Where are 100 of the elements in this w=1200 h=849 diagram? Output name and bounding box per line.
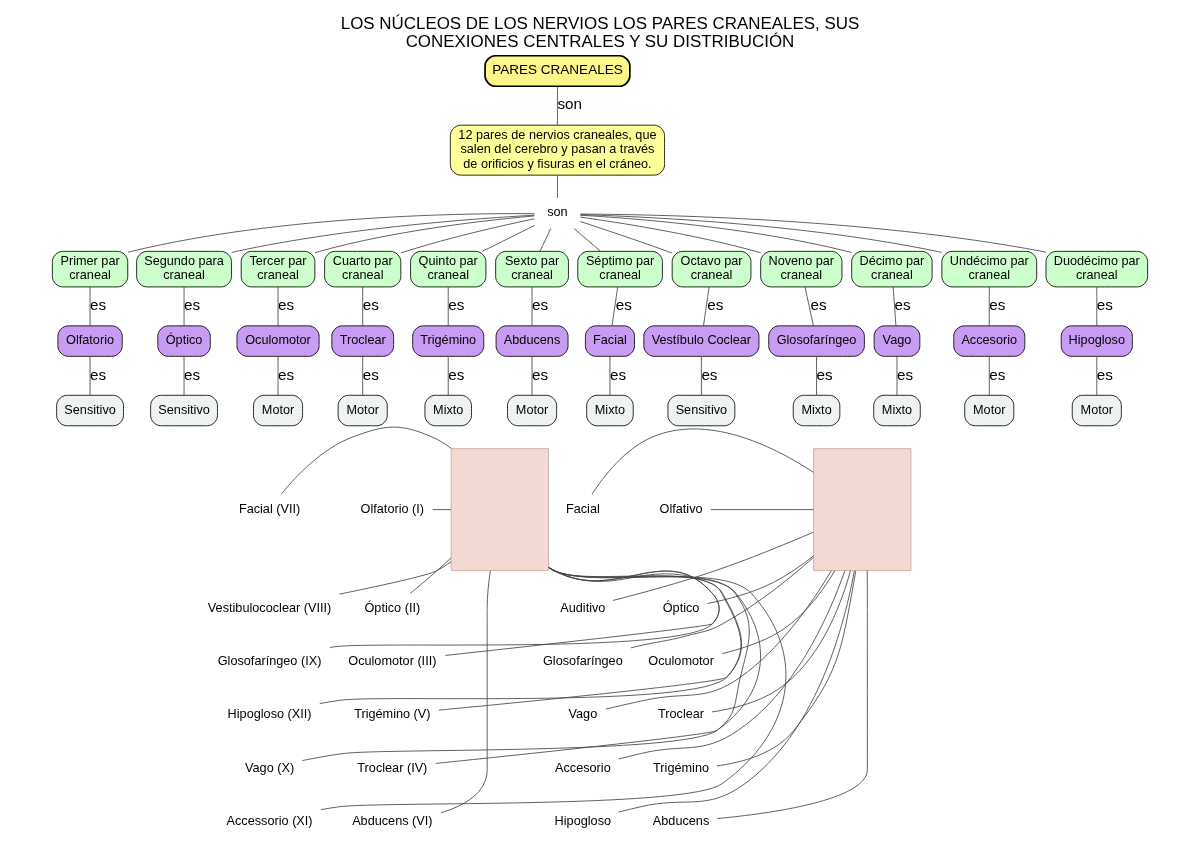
edge-label: es — [707, 296, 724, 314]
connector — [591, 428, 814, 495]
connector — [896, 356, 898, 396]
connector — [700, 356, 702, 396]
node-box: Abducens — [495, 325, 569, 357]
connector — [611, 286, 619, 327]
connector — [329, 566, 720, 648]
connector — [319, 567, 742, 704]
node-text: Vago (X) — [245, 760, 295, 775]
connector — [447, 286, 449, 327]
connector — [339, 561, 452, 595]
edge-label: es — [184, 296, 201, 314]
connector — [609, 356, 611, 396]
connector — [231, 214, 535, 253]
node-box: Vestíbulo Coclear — [643, 325, 760, 357]
connector — [721, 570, 836, 654]
connector — [630, 557, 814, 649]
node-box: Séptimo par craneal — [577, 250, 663, 288]
node-text: Accesorio — [554, 760, 611, 775]
connector — [447, 356, 449, 396]
node-box: Motor — [964, 394, 1015, 427]
diagram-title: LOS NÚCLEOS DE LOS NERVIOS LOS PARES CRANEALES, SUS CONEXIONES CENTRALES Y SU DISTRIBUCIÓN — [340, 13, 860, 52]
connector — [557, 86, 558, 126]
connector — [89, 356, 91, 396]
connector — [482, 225, 535, 252]
connector — [183, 356, 185, 396]
node-box: Mixto — [424, 394, 472, 427]
node-text: Glosofaríngeo (IX) — [217, 653, 322, 668]
connector — [362, 286, 364, 327]
node-text: Abducens (VI) — [352, 814, 433, 828]
edge-label: es — [609, 365, 627, 383]
edge-label: son — [557, 95, 583, 113]
node-box: Sensitivo — [56, 394, 124, 427]
connector — [320, 567, 787, 811]
edge-label: es — [810, 296, 827, 314]
node-text: Troclear (IV) — [357, 760, 428, 775]
edge-label: es — [278, 365, 295, 383]
connector — [432, 509, 452, 510]
connector — [710, 509, 814, 510]
edge-label: es — [816, 365, 833, 383]
connector — [716, 570, 868, 819]
edge-label: es — [1096, 296, 1113, 314]
node-box: Motor — [1071, 394, 1122, 427]
connector — [573, 228, 601, 252]
connector — [605, 570, 832, 710]
node-box: Sexto par craneal — [495, 250, 569, 288]
node-text: Auditivo — [560, 600, 606, 615]
node-text: Óptico (II) — [364, 600, 421, 615]
node-box: PARES CRANEALES — [484, 54, 631, 88]
node-text: Oculomotor (III) — [348, 653, 437, 668]
connector — [579, 216, 761, 254]
edge-label: es — [90, 365, 107, 383]
node-box: Segundo para craneal — [136, 250, 232, 288]
connector — [127, 213, 535, 253]
node-box: Cuarto par craneal — [324, 250, 402, 288]
node-box: Motor — [507, 394, 558, 427]
node-box: Tercer par craneal — [240, 250, 316, 288]
node-text: Vago — [568, 707, 598, 722]
node-text: son — [547, 205, 568, 220]
node-text: Facial (VII) — [238, 501, 301, 516]
node-box: Primer par craneal — [51, 250, 129, 288]
edge-label: es — [1096, 365, 1113, 383]
connector — [1096, 286, 1098, 327]
node-box: Hipogloso — [1060, 325, 1133, 357]
connector — [618, 570, 855, 813]
node-box — [450, 448, 549, 571]
connector — [89, 286, 91, 327]
connector — [579, 213, 1047, 253]
node-box: Trigémino — [412, 325, 485, 357]
node-box: 12 pares de nervios craneales, que salen del cerebro y pasan a través de orificios y fisuras en el cráneo. — [449, 124, 665, 176]
connector — [988, 356, 990, 396]
connector — [277, 356, 279, 396]
node-box — [813, 448, 912, 571]
edge-label: es — [184, 365, 201, 383]
node-box: Oculomotor — [236, 325, 320, 357]
connector — [400, 218, 535, 254]
connector — [816, 356, 817, 396]
node-box: Undécimo par craneal — [941, 250, 1038, 288]
node-box: Óptico — [157, 325, 211, 357]
connector — [703, 286, 710, 327]
node-text: Troclear — [658, 707, 705, 722]
edge-label: es — [532, 365, 549, 383]
node-box: Mixto — [792, 394, 841, 427]
node-text: Accessorio (XI) — [226, 814, 313, 828]
edge-label: es — [448, 365, 465, 383]
edge-label: es — [448, 296, 465, 314]
connector — [362, 356, 364, 396]
connector — [314, 215, 535, 254]
node-box: Motor — [253, 394, 303, 427]
connector — [579, 214, 943, 253]
connector — [277, 286, 279, 327]
connector — [280, 426, 452, 495]
edge-label: es — [532, 296, 549, 314]
node-text: Facial — [565, 501, 600, 516]
connector — [1096, 356, 1098, 396]
connector — [988, 286, 990, 327]
connector — [707, 555, 814, 604]
node-text: Abducens — [652, 814, 710, 828]
node-box: Glosofaríngeo — [768, 325, 865, 357]
node-text: Trigémino — [653, 760, 710, 775]
